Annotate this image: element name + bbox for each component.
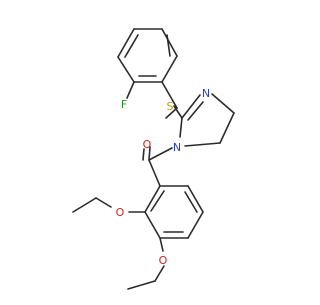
atom-label-oxygen-ethoxy-3: O: [116, 206, 125, 219]
double-bond-inner: [150, 190, 165, 212]
bond-c-o: [148, 146, 151, 161]
bond: [187, 211, 204, 239]
double-bond-inner: [166, 34, 171, 57]
bond: [161, 28, 178, 57]
diethoxyphenyl-ring: [144, 185, 204, 239]
bond-co-aryl: [148, 159, 161, 187]
bond-c-o-ethoxy4: [159, 237, 164, 252]
bond: [184, 142, 221, 147]
molecule-canvas: F S N N O O O: [72, 28, 235, 290]
atom-label-nitrogen-amide: N: [173, 141, 181, 154]
bond-ch2-s: [165, 107, 178, 119]
bond: [181, 94, 201, 119]
bond: [161, 55, 178, 83]
bond: [219, 112, 235, 144]
atom-label-sulfur: S: [167, 100, 174, 113]
bond-c-f: [126, 81, 135, 99]
bond: [117, 28, 135, 58]
bond-s-c2: [173, 105, 183, 119]
bond: [179, 117, 183, 138]
bond: [211, 93, 235, 114]
atom-label-fluorine: F: [121, 98, 127, 111]
bond-n-co: [148, 147, 173, 161]
bond-ch2: [161, 81, 178, 109]
double-bond-inner: [184, 191, 198, 213]
bond-ch2-ch3: [127, 280, 156, 290]
double-bond-inner: [124, 34, 139, 58]
bond: [117, 56, 135, 83]
double-bond-c-n: [187, 101, 204, 121]
atom-label-oxygen-ethoxy-4: O: [159, 254, 168, 267]
atom-label-oxygen-carbonyl: O: [143, 138, 152, 151]
molecule-structure: F S N N O O O: [72, 28, 235, 290]
double-bond-c-o: [142, 148, 145, 161]
bond-ch2-ch3: [72, 197, 97, 213]
bond: [187, 185, 204, 213]
bond: [144, 185, 161, 213]
bond-o-ch2: [154, 265, 165, 282]
bond-o-ch2: [95, 197, 112, 208]
atom-label-nitrogen-imine: N: [202, 87, 210, 100]
fluorophenyl-ring: [117, 28, 178, 83]
imidazoline-ring: [179, 93, 235, 147]
bond: [144, 211, 161, 239]
